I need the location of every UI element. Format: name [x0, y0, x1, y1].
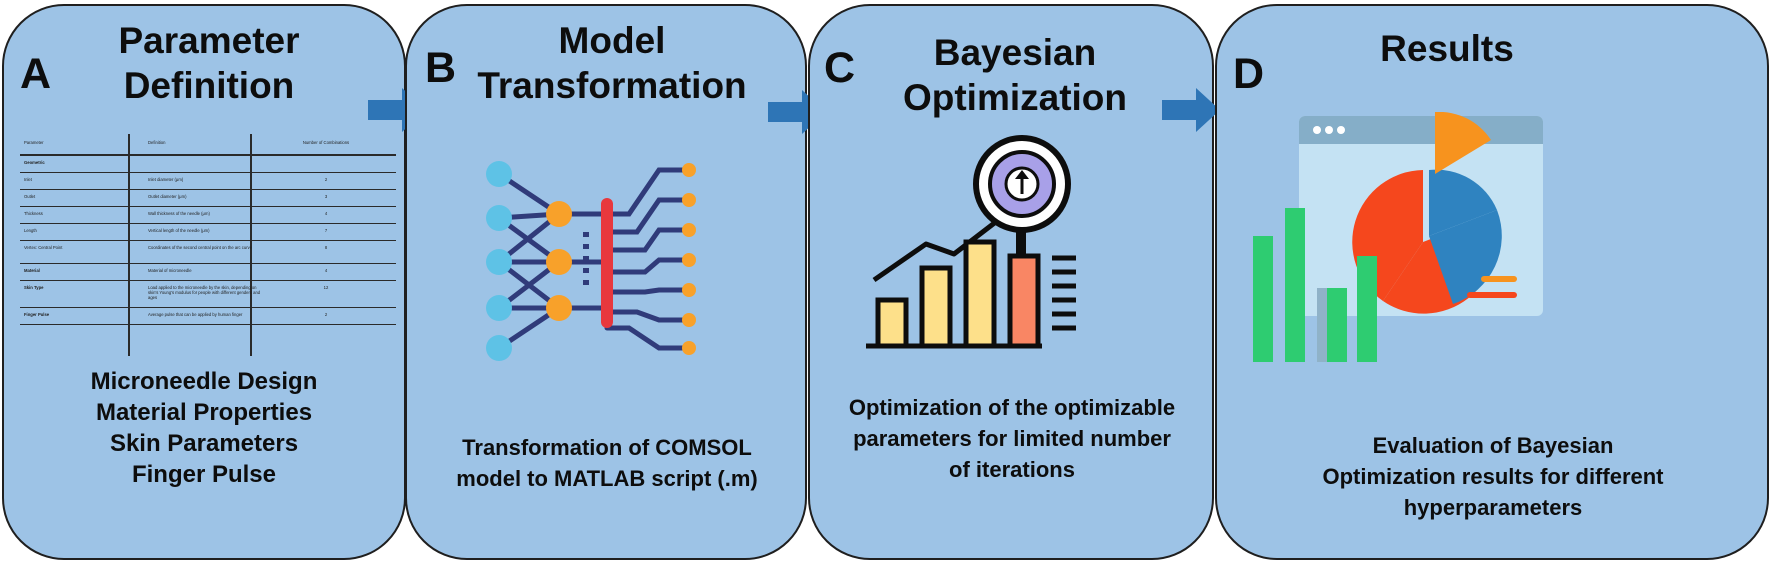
table-row: Skin Type Load applied to the microneedle…	[20, 281, 396, 308]
table-cell: Material	[24, 268, 40, 273]
table-cell: Outlet	[24, 194, 36, 199]
growth-magnifier-icon	[866, 135, 1076, 349]
table-cell: 2	[324, 177, 328, 182]
panel-model-transformation: B Model Transformation	[405, 4, 807, 560]
table-cell: Coordinates of the second central point …	[148, 245, 253, 250]
table-cell: 4	[324, 211, 328, 216]
table-cell: 8	[324, 245, 328, 250]
table-cell: Geometric	[24, 160, 45, 165]
table-cell: Average pulse that can be applied by hum…	[148, 312, 243, 317]
panel-title: Model Transformation	[477, 20, 747, 106]
table-cell: 7	[324, 228, 328, 233]
panel-letter: B	[425, 44, 457, 92]
table-row: Outlet Outlet diameter (μm) 3	[20, 190, 396, 207]
panel-title: Bayesian Optimization	[902, 32, 1128, 118]
table-cell: Wall thickness of the needle (μm)	[148, 211, 210, 216]
table-cell: 2	[324, 312, 328, 317]
panel-caption: Optimization of the optimizable paramete…	[848, 395, 1176, 482]
panel-parameter-definition: A Parameter Definition Parameter Definit…	[2, 4, 406, 560]
table-row: Geometric	[20, 156, 396, 173]
table-cell: Inlet diameter (μm)	[148, 177, 184, 182]
panel-letter: A	[20, 50, 52, 98]
panel-title: Parameter Definition	[118, 20, 300, 106]
table-header: Definition	[148, 140, 166, 145]
panel-bayesian-optimization: C Bayesian Optimization	[808, 4, 1214, 560]
table-cell: Skin Type	[24, 285, 44, 290]
table-divider	[250, 134, 252, 356]
table-row: Vertex: Central Point Coordinates of the …	[20, 241, 396, 264]
panel-caption: Transformation of COMSOL model to MATLAB…	[456, 435, 758, 491]
dashboard-pie-chart-icon	[1253, 112, 1543, 362]
table-cell: Inlet	[24, 177, 32, 182]
table-cell: Length	[24, 228, 37, 233]
table-row: Length Vertical length of the needle (μm)…	[20, 224, 396, 241]
table-cell: Material of microneedle	[148, 268, 192, 273]
neural-network-icon	[486, 161, 696, 361]
table-row: Thickness Wall thickness of the needle (μ…	[20, 207, 396, 224]
table-cell: Vertex: Central Point	[24, 245, 63, 250]
table-row: Material Material of microneedle 4	[20, 264, 396, 281]
table-row: Inlet Inlet diameter (μm) 2	[20, 173, 396, 190]
table-cell: 4	[324, 268, 328, 273]
table-cell: Vertical length of the needle (μm)	[148, 228, 210, 233]
table-header-row: Parameter Definition Number of Combinati…	[20, 136, 396, 156]
table-header: Parameter	[24, 140, 44, 145]
table-cell: 3	[324, 194, 328, 199]
panel-title: Results	[1380, 28, 1514, 69]
panel-caption: Evaluation of Bayesian Optimization resu…	[1322, 433, 1664, 520]
flow-arrow-icon	[1162, 88, 1220, 132]
table-cell: 12	[323, 285, 329, 290]
panel-letter: C	[824, 44, 856, 92]
table-row: Finger Pulse Average pulse that can be ap…	[20, 308, 396, 325]
table-cell: Thickness	[24, 211, 43, 216]
table-cell: Outlet diameter (μm)	[148, 194, 187, 199]
panel-caption: Microneedle Design Material Properties S…	[90, 368, 318, 488]
table-cell: Finger Pulse	[24, 312, 50, 317]
panel-results: D Results Evaluation of Bayesian Optimiz…	[1215, 4, 1769, 560]
panel-letter: D	[1233, 50, 1265, 98]
table-body: Parameter Definition Number of Combinati…	[20, 136, 396, 325]
table-cell: Load applied to the microneedle by the s…	[148, 285, 261, 300]
table-header: Number of Combinations	[302, 140, 350, 145]
table-divider	[128, 134, 130, 356]
